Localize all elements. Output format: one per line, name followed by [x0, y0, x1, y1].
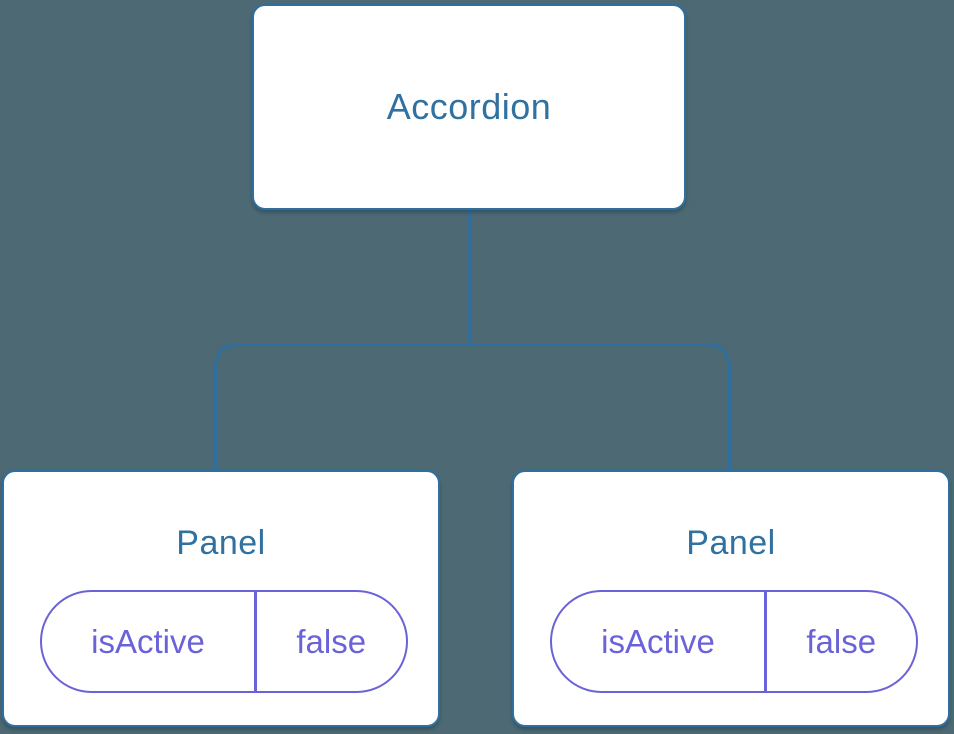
branch-bracket-line — [214, 343, 731, 472]
state-pill-divider — [764, 592, 767, 691]
accordion-node: Accordion — [252, 4, 686, 210]
panel-node-right: Panel isActive false — [512, 470, 950, 727]
accordion-node-label: Accordion — [386, 86, 552, 127]
state-pill-divider — [254, 592, 257, 691]
state-value: false — [806, 622, 877, 660]
panel-node-label: Panel — [686, 524, 776, 562]
state-key: isActive — [601, 622, 715, 660]
state-pill: isActive false — [40, 590, 408, 693]
panel-node-label: Panel — [176, 524, 266, 562]
state-pill: isActive false — [550, 590, 918, 693]
state-value: false — [296, 622, 367, 660]
panel-node-left: Panel isActive false — [2, 470, 440, 727]
state-key: isActive — [91, 622, 205, 660]
